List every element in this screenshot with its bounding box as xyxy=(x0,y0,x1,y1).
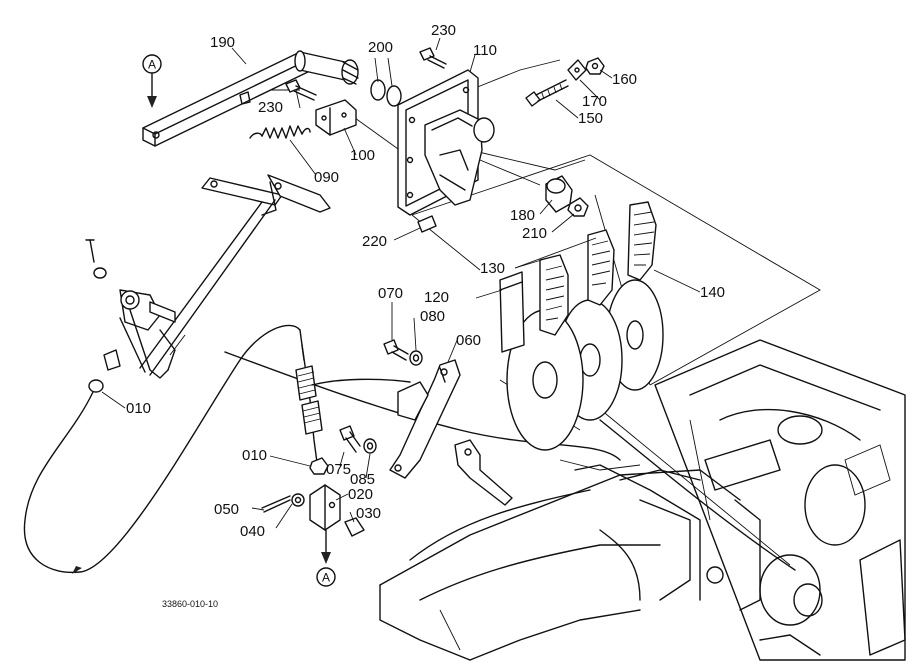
label-190: 190 xyxy=(210,34,235,51)
part-075-bolt xyxy=(339,425,361,453)
label-210: 210 xyxy=(522,225,547,242)
label-010-left: 010 xyxy=(126,400,151,417)
part-120-plate xyxy=(499,271,525,353)
label-230-upper: 230 xyxy=(431,22,456,39)
part-220-pin xyxy=(417,215,437,233)
label-050: 050 xyxy=(214,501,239,518)
part-050-cotter-pin xyxy=(261,495,291,513)
label-075: 075 xyxy=(326,461,351,478)
transmission-housing xyxy=(654,339,906,661)
label-230-lower: 230 xyxy=(258,99,283,116)
label-030: 030 xyxy=(356,505,381,522)
label-200: 200 xyxy=(368,39,393,56)
part-230-bolt-lower xyxy=(285,79,317,101)
part-200-o-rings xyxy=(370,79,402,107)
part-030-pin xyxy=(344,517,365,537)
part-130-brake-linings xyxy=(539,229,615,336)
label-040: 040 xyxy=(240,523,265,540)
cable-assembly xyxy=(224,344,621,471)
label-080: 080 xyxy=(420,308,445,325)
part-085-washer xyxy=(363,438,377,454)
part-160-nut xyxy=(585,57,605,75)
label-220: 220 xyxy=(362,233,387,250)
label-140: 140 xyxy=(700,284,725,301)
part-210-nut xyxy=(567,197,589,217)
label-020: 020 xyxy=(348,486,373,503)
label-170: 170 xyxy=(582,93,607,110)
leader-lines xyxy=(101,37,701,529)
part-100-bracket xyxy=(315,99,357,136)
ref-marker-a-bottom: A xyxy=(316,529,336,587)
part-020-clevis xyxy=(309,484,341,531)
part-090-spring xyxy=(249,125,311,139)
part-080-washer xyxy=(409,350,423,366)
part-labels: 190 200 230 110 160 170 150 230 100 090 … xyxy=(126,22,725,540)
label-090: 090 xyxy=(314,169,339,186)
label-070: 070 xyxy=(378,285,403,302)
part-150-stud xyxy=(525,79,569,107)
long-brake-rod xyxy=(599,419,796,571)
part-190-lever-bar xyxy=(142,50,359,147)
label-110: 110 xyxy=(473,42,497,59)
label-085: 085 xyxy=(350,471,375,488)
label-180: 180 xyxy=(510,207,535,224)
part-060-arm xyxy=(389,359,513,506)
part-230-bolt-upper xyxy=(419,47,447,69)
part-070-bolt xyxy=(383,339,409,361)
svg-text:A: A xyxy=(322,571,330,585)
svg-text:A: A xyxy=(148,58,156,72)
part-170-washer-plate xyxy=(567,59,587,81)
part-140-brake-lining xyxy=(627,201,657,281)
figure-code: 33860-010-10 xyxy=(162,599,218,609)
label-100: 100 xyxy=(350,147,375,164)
part-180-collar xyxy=(545,175,573,213)
label-060: 060 xyxy=(456,332,481,349)
label-160: 160 xyxy=(612,71,637,88)
linkage-rod-assembly xyxy=(85,174,331,393)
lower-casing xyxy=(379,459,741,661)
label-130: 130 xyxy=(480,260,505,277)
label-120: 120 xyxy=(424,289,449,306)
part-040-washer xyxy=(291,493,305,507)
ref-marker-a-top: A xyxy=(142,54,162,108)
part-110-housing-plate xyxy=(397,69,495,216)
label-150: 150 xyxy=(578,110,603,127)
brake-discs xyxy=(506,279,664,451)
label-010-lower: 010 xyxy=(242,447,267,464)
part-010-nut-lower xyxy=(309,457,329,475)
